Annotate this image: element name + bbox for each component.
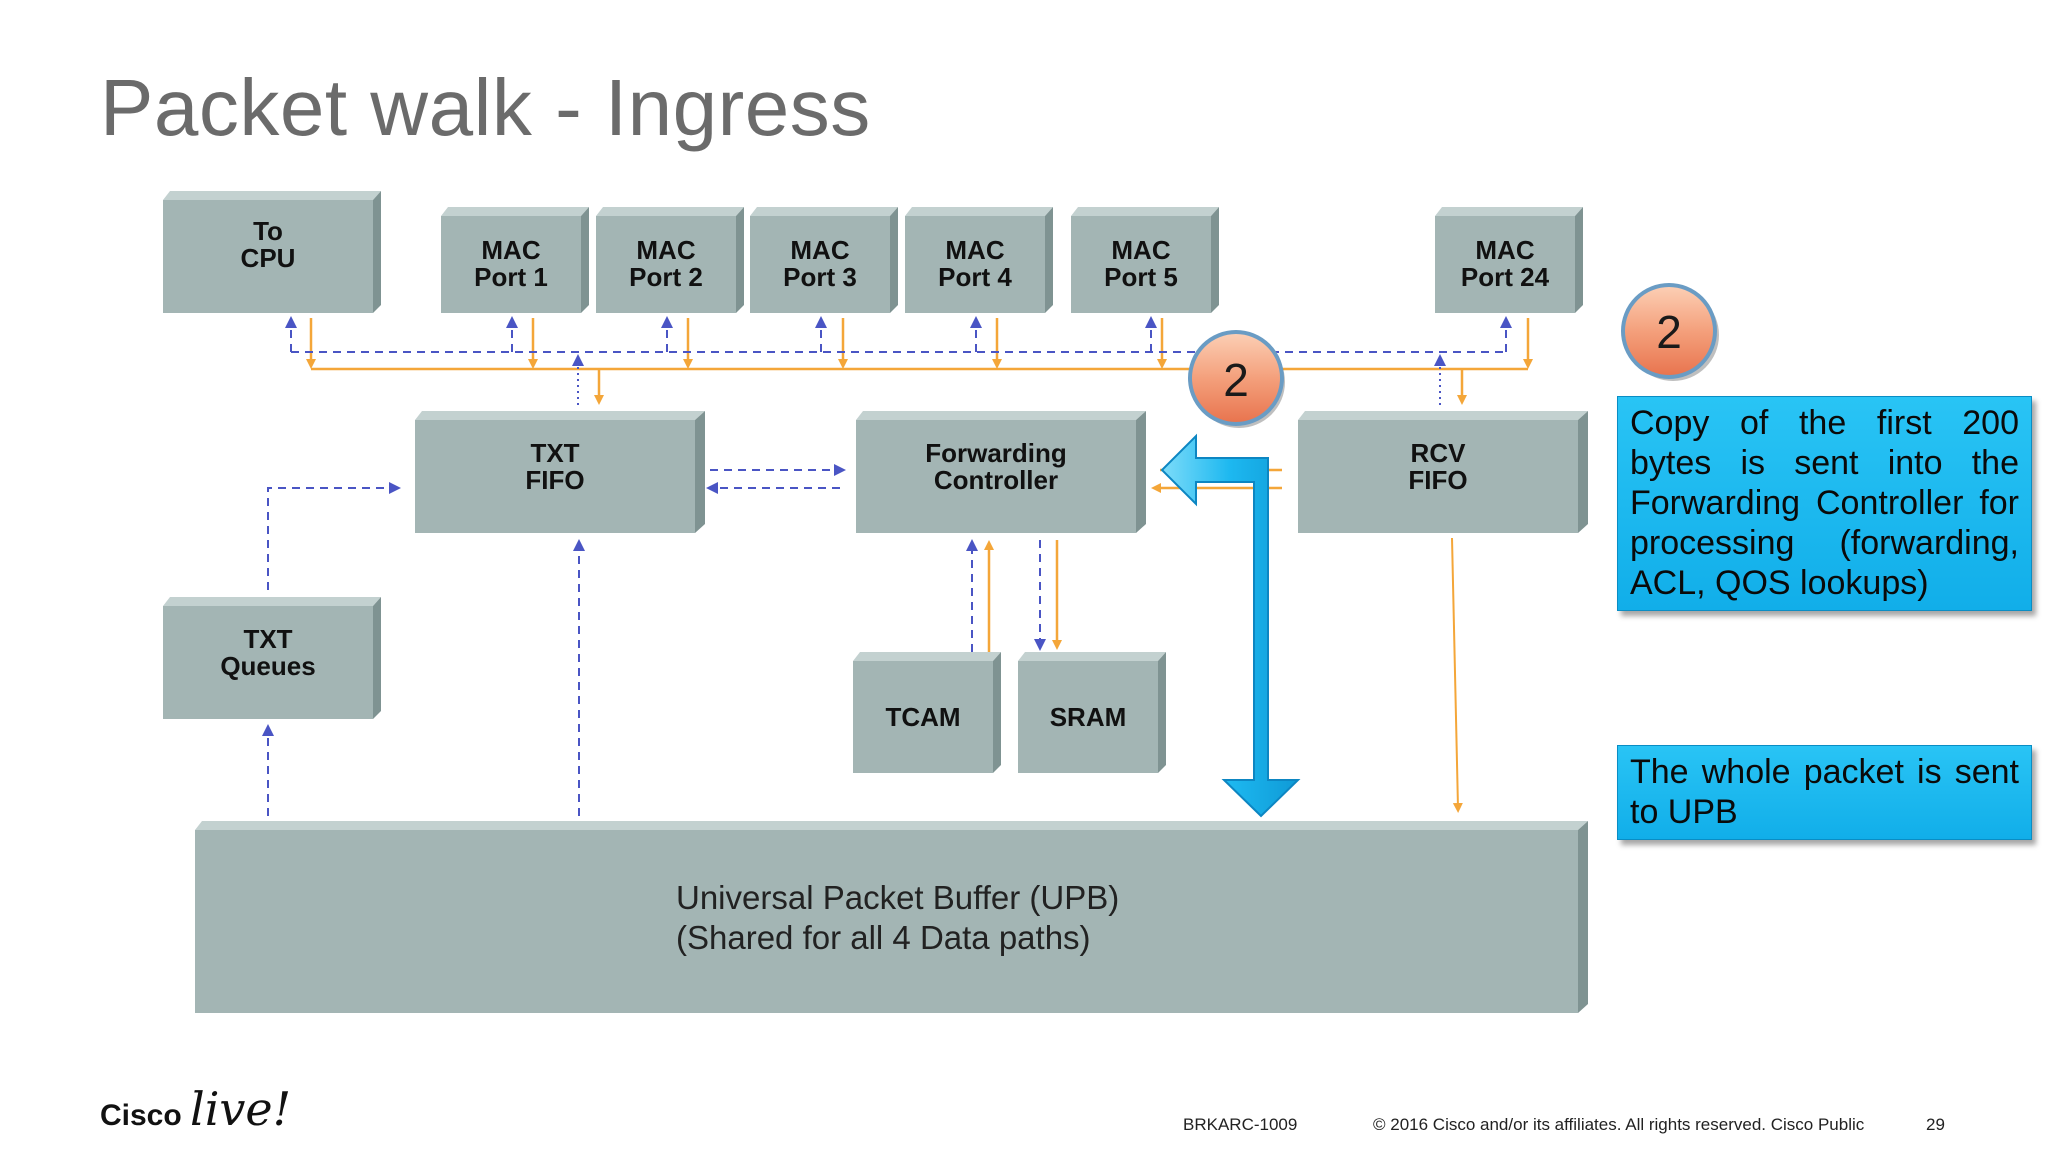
logo-cisco-text: Cisco <box>100 1099 182 1132</box>
mac-port-24-label: MAC Port 24 <box>1460 234 1550 292</box>
callout-note-copy-text: Copy of the first 200 bytes is sent into… <box>1630 404 2019 602</box>
block-mac-port-2 <box>596 207 744 313</box>
mac-port-3-label: MAC Port 3 <box>783 234 857 292</box>
block-sram <box>1018 652 1166 773</box>
mac-port-4-label: MAC Port 4 <box>938 234 1012 292</box>
rcv-fifo-label: RCV FIFO <box>1408 438 1468 495</box>
mac-port-1-label: MAC Port 1 <box>474 234 548 292</box>
big-arrow <box>1160 433 1301 818</box>
copyright: © 2016 Cisco and/or its affiliates. All … <box>1373 1115 1865 1134</box>
block-forwarding-controller <box>856 411 1146 533</box>
block-txt-queues <box>163 597 381 719</box>
fifo-fc-links <box>706 464 846 494</box>
ingress-bus <box>306 318 1533 405</box>
block-txt-fifo <box>415 411 705 533</box>
mac-port-5-label: MAC Port 5 <box>1104 234 1178 292</box>
logo-live-text: live! <box>190 1082 291 1136</box>
cisco-live-logo: Cisco live! <box>100 1065 300 1145</box>
queues-to-fifo-link <box>262 482 585 816</box>
forwarding-controller-label: Forwarding Controller <box>925 438 1067 495</box>
txt-queues-label: TXT Queues <box>220 624 316 681</box>
step-badge-callout <box>1621 283 1719 381</box>
block-rcv-fifo <box>1298 411 1588 533</box>
block-mac-port-4 <box>905 207 1053 313</box>
fifo-to-bus-links <box>572 354 1446 405</box>
txt-fifo-label: TXT FIFO <box>525 438 585 495</box>
sram-label: SRAM <box>1049 701 1127 732</box>
rcv-to-upb-link <box>1451 537 1463 813</box>
block-to-cpu <box>163 191 381 313</box>
session-code: BRKARC-1009 <box>1183 1115 1298 1134</box>
callout-note-copy: Copy of the first 200 bytes is sent into… <box>1617 396 2032 611</box>
step-number-callout: 2 <box>1656 306 1682 358</box>
block-mac-port-3 <box>750 207 898 313</box>
callout-note-upb: The whole packet is sent to UPB <box>1617 745 2032 840</box>
block-upb <box>195 821 1588 1013</box>
to-cpu-label: To CPU <box>240 216 296 273</box>
block-mac-port-5 <box>1071 207 1219 313</box>
fc-lookup-links <box>966 539 1062 652</box>
tcam-label: TCAM <box>885 701 961 732</box>
step-number-diagram: 2 <box>1223 354 1249 406</box>
egress-bus <box>285 316 1512 353</box>
block-mac-port-24 <box>1435 207 1583 313</box>
upb-label: Universal Packet Buffer (UPB) (Shared fo… <box>676 879 1120 956</box>
slide-title: Packet walk - Ingress <box>100 63 871 152</box>
block-tcam <box>853 652 1001 773</box>
mac-port-2-label: MAC Port 2 <box>629 234 703 292</box>
callout-note-upb-text: The whole packet is sent to UPB <box>1630 753 2019 831</box>
step-badge-diagram <box>1188 330 1285 428</box>
page-number: 29 <box>1926 1115 1945 1134</box>
block-mac-port-1 <box>441 207 589 313</box>
